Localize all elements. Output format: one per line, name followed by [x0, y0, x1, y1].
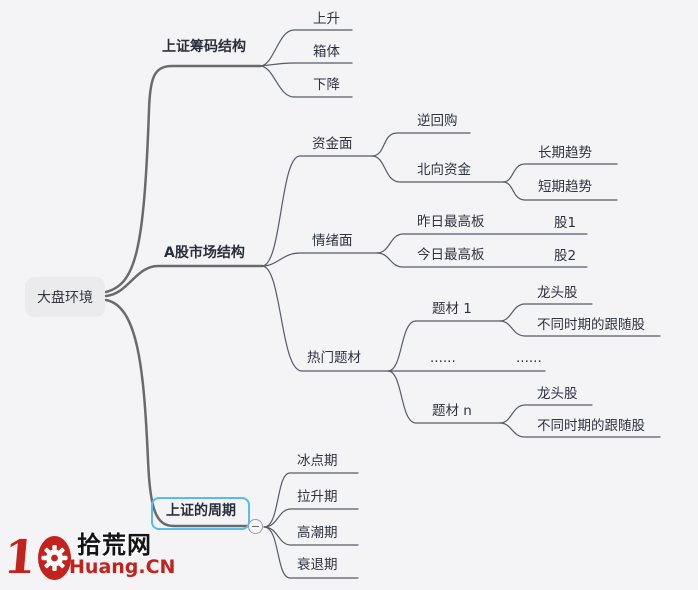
node-sse-cycle[interactable]: 上证的周期 — [166, 503, 236, 519]
node-a-share-market-structure[interactable]: A股市场结构 — [164, 245, 245, 261]
watermark-logo: 1 — [1, 530, 176, 585]
node-climax-period[interactable]: 高潮期 — [297, 525, 338, 541]
node-sentiment[interactable]: 情绪面 — [312, 233, 353, 249]
node-leading-stock-theme-n[interactable]: 龙头股 — [537, 386, 578, 402]
gear-icon — [37, 535, 72, 585]
node-theme-1[interactable]: 题材 1 — [432, 301, 472, 317]
node-sse-chip-structure[interactable]: 上证筹码结构 — [162, 39, 246, 55]
node-yesterday-highest-board[interactable]: 昨日最高板 — [417, 214, 485, 230]
selection-highlight — [151, 497, 250, 530]
node-decline-period[interactable]: 衰退期 — [297, 557, 338, 573]
node-today-highest-board[interactable]: 今日最高板 — [417, 247, 485, 263]
node-leading-stock-theme1[interactable]: 龙头股 — [537, 285, 578, 301]
node-northbound-funds[interactable]: 北向资金 — [417, 162, 471, 178]
node-pullup-period[interactable]: 拉升期 — [297, 489, 338, 505]
minus-icon — [252, 526, 259, 527]
root-label: 大盘环境 — [37, 290, 93, 306]
collapse-toggle-button[interactable] — [248, 519, 263, 534]
node-market-environment[interactable]: 大盘环境 — [25, 277, 105, 317]
node-hot-themes[interactable]: 热门题材 — [307, 350, 361, 366]
node-reverse-repo[interactable]: 逆回购 — [417, 113, 458, 129]
node-stock-2[interactable]: 股2 — [554, 248, 577, 264]
node-theme-n[interactable]: 题材 n — [432, 403, 472, 419]
node-rise[interactable]: 上升 — [313, 11, 340, 27]
node-box-range[interactable]: 箱体 — [313, 44, 340, 60]
node-stock-1[interactable]: 股1 — [554, 215, 577, 231]
node-long-term-trend[interactable]: 长期趋势 — [538, 145, 592, 161]
node-freezing-period[interactable]: 冰点期 — [297, 453, 338, 469]
watermark-site-name: 拾荒网 — [77, 531, 153, 559]
node-capital-flow[interactable]: 资金面 — [312, 136, 353, 152]
node-follower-stocks-theme1[interactable]: 不同时期的跟随股 — [537, 317, 645, 333]
node-follower-stocks-theme-n[interactable]: 不同时期的跟随股 — [537, 418, 645, 434]
watermark-domain: Huang.CN — [69, 556, 176, 578]
watermark-number: 1 — [1, 530, 39, 584]
node-fall[interactable]: 下降 — [313, 77, 340, 93]
node-ellipsis-child[interactable]: ...... — [516, 350, 542, 366]
node-short-term-trend[interactable]: 短期趋势 — [538, 179, 592, 195]
node-ellipsis-theme[interactable]: ...... — [430, 350, 456, 366]
